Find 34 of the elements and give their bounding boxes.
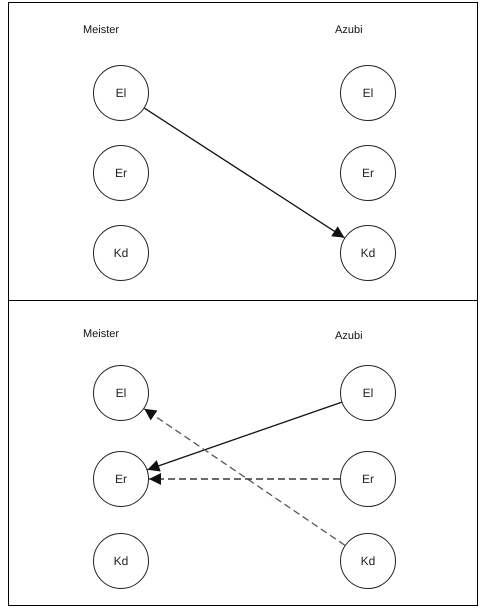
circle-node [340, 365, 396, 421]
node-label: El [116, 386, 126, 400]
node-label: Kd [360, 554, 376, 568]
arrow [144, 408, 346, 546]
circle-node [93, 533, 149, 589]
node-label: El [362, 386, 374, 400]
arrow [144, 108, 345, 238]
circle-node [340, 451, 396, 507]
node-label: El [362, 86, 374, 100]
node-label: Kd [360, 246, 376, 260]
panel [8, 300, 478, 606]
column-heading: Meister [83, 24, 120, 36]
circle-node [93, 65, 149, 121]
panel [8, 2, 478, 301]
node-label: Kd [114, 554, 128, 568]
circle-node [340, 65, 396, 121]
arrow [149, 473, 340, 485]
circle-node [340, 225, 396, 281]
circle-node [93, 225, 149, 281]
circle-node [93, 365, 149, 421]
column-heading: Meister [83, 328, 120, 340]
node-label: El [116, 86, 126, 100]
node-label: Kd [114, 246, 128, 260]
circle-node [340, 533, 396, 589]
node-label: Er [115, 166, 127, 180]
column-heading: Azubi [335, 330, 363, 342]
arrow [147, 402, 342, 472]
circle-node [340, 145, 396, 201]
circle-node [93, 145, 149, 201]
node-label: Er [115, 472, 127, 486]
column-heading: Azubi [335, 24, 363, 36]
node-label: Er [362, 472, 374, 486]
node-label: Er [362, 166, 374, 180]
circle-node [93, 451, 149, 507]
